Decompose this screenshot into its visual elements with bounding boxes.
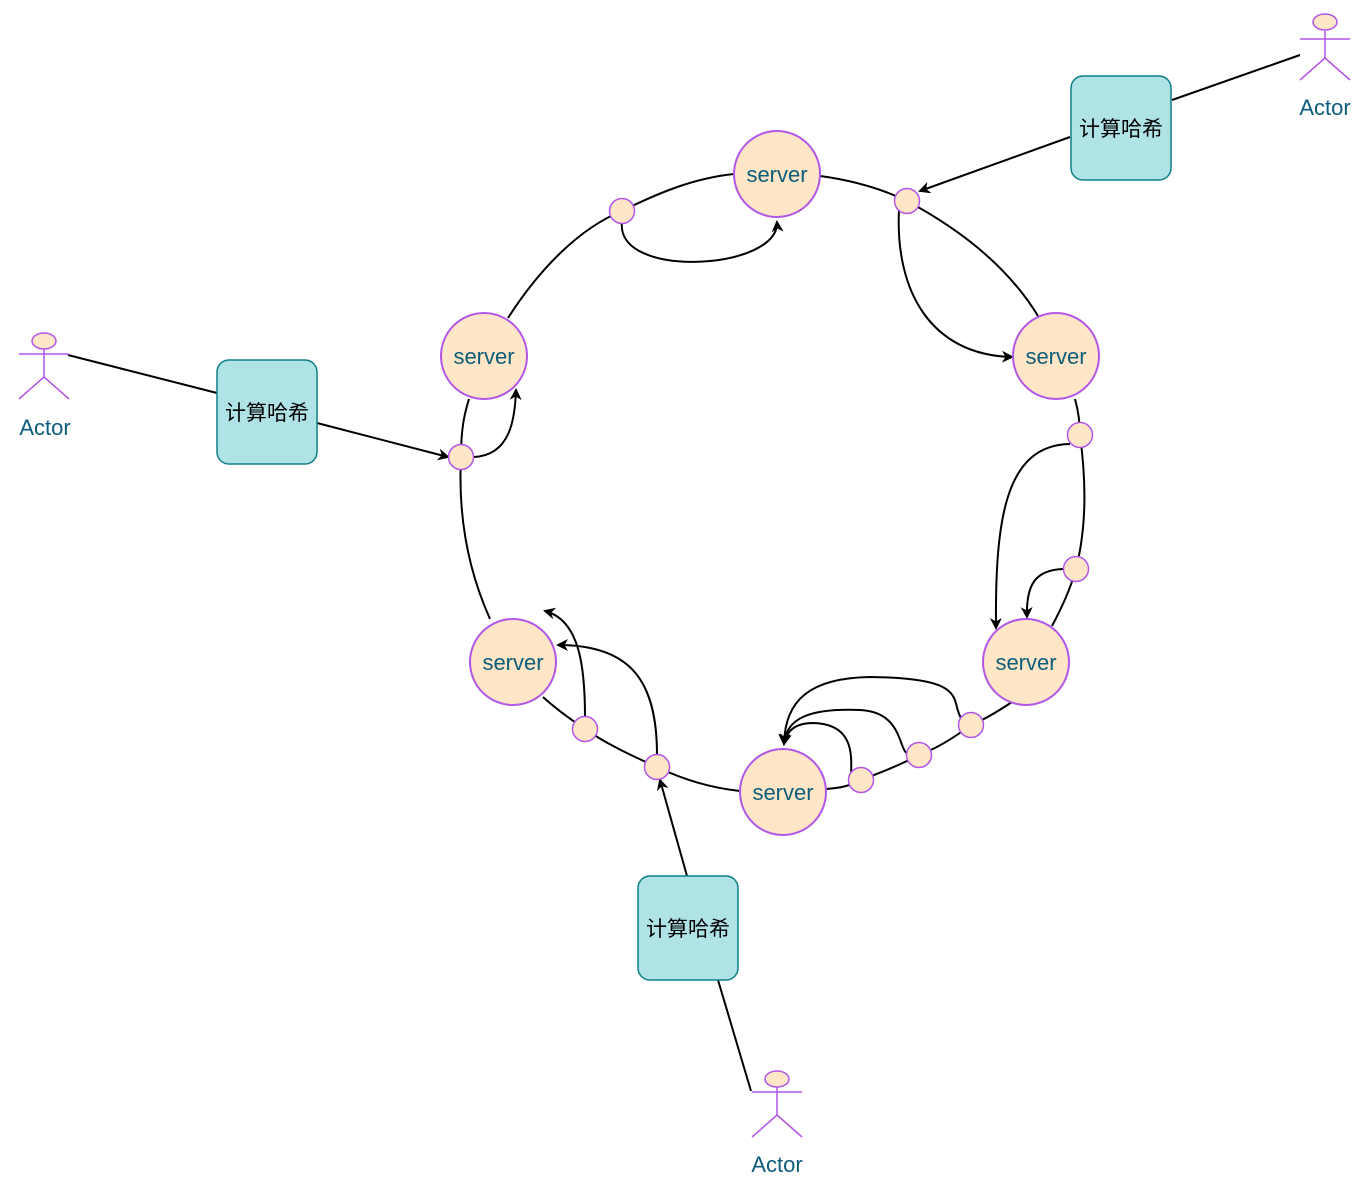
server-node: server	[1012, 312, 1100, 400]
actor-edge	[717, 979, 752, 1092]
server-node: server	[733, 130, 821, 218]
assign-arrow	[897, 209, 1014, 363]
server-label: server	[746, 162, 807, 187]
stick-figure-icon	[18, 332, 70, 400]
key-node	[847, 766, 875, 794]
assign-arrow	[778, 675, 962, 746]
assign-arrow	[778, 708, 909, 755]
key-node	[643, 753, 671, 781]
stick-figure-icon	[1299, 13, 1351, 81]
actor: Actor	[18, 332, 71, 440]
stick-figure-icon	[751, 1070, 803, 1138]
key-assignment-arrows	[473, 209, 1071, 779]
hash-box-rect	[637, 875, 739, 981]
hash-box-rect	[216, 359, 318, 465]
actor-label: Actor	[1299, 95, 1350, 120]
hash-box-rect	[1070, 75, 1172, 181]
hash-box: 计算哈希	[1070, 75, 1172, 181]
ring-arc	[819, 175, 908, 202]
hash-box: 计算哈希	[637, 875, 739, 981]
server-label: server	[1025, 344, 1086, 369]
ring-arc	[906, 200, 1039, 317]
assign-arrow	[779, 721, 853, 779]
key-node	[1062, 555, 1090, 583]
ring-arc	[459, 456, 491, 620]
ring-arc	[1075, 434, 1086, 570]
actor: Actor	[1299, 13, 1351, 120]
server-circle	[1012, 312, 1100, 400]
actor-label: Actor	[19, 415, 70, 440]
assign-arrow	[989, 443, 1071, 630]
key-node	[1066, 421, 1094, 449]
ring-arc	[507, 210, 623, 319]
server-label: server	[995, 650, 1056, 675]
assign-arrow	[556, 639, 658, 756]
assign-arrow	[1020, 568, 1064, 619]
key-node	[608, 197, 636, 225]
key-node	[447, 443, 475, 471]
key-node	[905, 741, 933, 769]
key-node	[957, 711, 985, 739]
ring-arc	[621, 173, 735, 212]
server-node: server	[440, 312, 528, 400]
actor-edge	[1171, 54, 1301, 101]
server-circle	[440, 312, 528, 400]
server-node: server	[469, 618, 557, 706]
hash-box-label: 计算哈希	[646, 917, 730, 941]
server-circle	[469, 618, 557, 706]
server-label: server	[482, 650, 543, 675]
server-node: server	[982, 618, 1070, 706]
hash-arrow	[316, 422, 450, 461]
assign-arrow	[543, 607, 586, 718]
server-circle	[733, 130, 821, 218]
hash-arrow	[656, 778, 688, 877]
assign-arrow	[620, 220, 784, 263]
hash-box: 计算哈希	[216, 359, 318, 465]
server-circle	[739, 748, 827, 836]
hash-arrow	[918, 136, 1071, 194]
actor-edge	[67, 354, 218, 394]
server-label: server	[453, 344, 514, 369]
hash-box-label: 计算哈希	[1079, 117, 1163, 141]
key-node	[571, 715, 599, 743]
actor: Actor	[751, 1070, 803, 1177]
server-node: server	[739, 748, 827, 836]
server-label: server	[752, 780, 813, 805]
key-node	[893, 187, 921, 215]
hash-ring	[459, 173, 1086, 792]
server-circle	[982, 618, 1070, 706]
hash-box-label: 计算哈希	[225, 401, 309, 425]
actor-label: Actor	[751, 1152, 802, 1177]
request-edges	[67, 54, 1301, 1092]
assign-arrow	[473, 388, 522, 458]
key-nodes	[447, 187, 1094, 794]
